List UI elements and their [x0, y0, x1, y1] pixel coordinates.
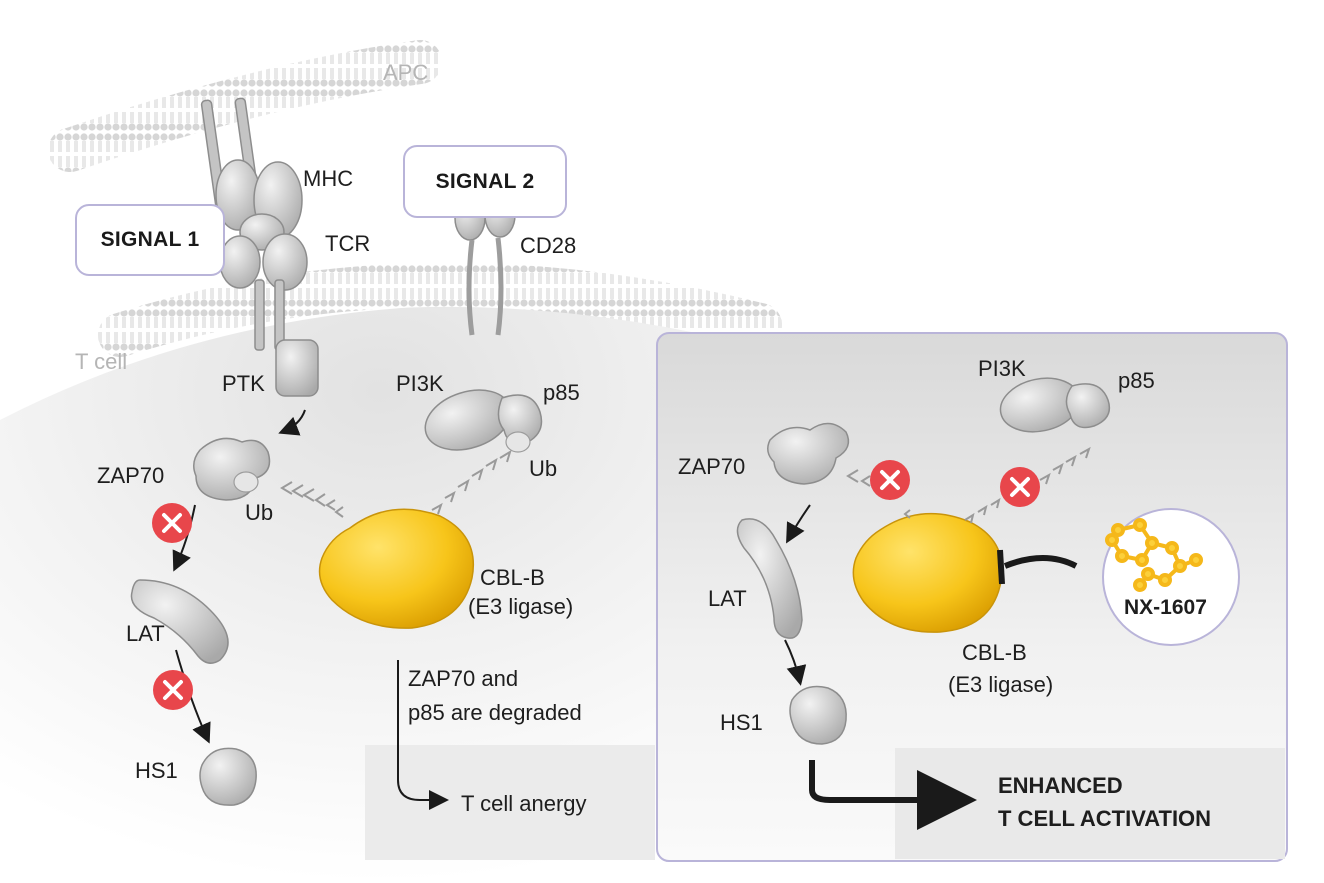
cblb-left [318, 508, 475, 629]
degraded-line2: p85 are degraded [408, 700, 582, 725]
hs1-left-label: HS1 [135, 758, 178, 783]
cblb-right-label: CBL-B [962, 640, 1027, 665]
molecule-icon [1105, 518, 1203, 592]
mhc-tcr-complex [200, 97, 319, 397]
t-cell-label: T cell [75, 349, 128, 374]
e3-left-label: (E3 ligase) [468, 594, 574, 619]
lat-right-label: LAT [708, 586, 747, 611]
p85-right-label: p85 [1118, 368, 1155, 393]
e3-right-label: (E3 ligase) [948, 672, 1054, 697]
pi3k-right-label: PI3K [978, 356, 1026, 381]
anergy-label: T cell anergy [461, 791, 587, 816]
cblb-right [852, 512, 1003, 633]
signal2-box: SIGNAL 2 [403, 145, 567, 218]
arrow-zap70-lat [172, 504, 196, 572]
zap70-right [767, 422, 850, 485]
degraded-line1: ZAP70 and [408, 666, 519, 691]
nx1607-label: NX-1607 [1124, 596, 1207, 619]
chevron-trail-icon [280, 449, 512, 518]
zap70-left-label: ZAP70 [97, 463, 165, 488]
pi3k-p85-right [999, 377, 1111, 433]
pi3k-left-label: PI3K [396, 371, 444, 396]
chevron-trail-icon [846, 446, 1091, 524]
lat-right [736, 518, 803, 639]
hs1-right-label: HS1 [720, 710, 763, 735]
arrow-ptk-zap70 [278, 409, 306, 436]
activation-panel [895, 748, 1285, 859]
signal1-label: SIGNAL 1 [100, 228, 200, 251]
ptk-label: PTK [222, 371, 265, 396]
signal2-label: SIGNAL 2 [435, 169, 535, 193]
t-bar-inhibition-icon [997, 549, 1078, 585]
ub-p85-label: Ub [529, 456, 558, 481]
mhc-label: MHC [303, 166, 354, 191]
hs1-right [789, 685, 847, 745]
ub-zap70-label: Ub [245, 500, 274, 525]
arrow-lat-hs1-right [784, 639, 807, 686]
hs1-left [199, 747, 257, 806]
apc-membrane [48, 40, 442, 172]
arrow-anergy [397, 660, 449, 810]
zap70-right-label: ZAP70 [678, 454, 746, 479]
zap70-left [193, 437, 271, 501]
tcr-label: TCR [325, 231, 371, 256]
apc-label: APC [383, 60, 429, 85]
lat-left-label: LAT [126, 621, 165, 646]
cblb-left-label: CBL-B [480, 565, 545, 590]
t-cell-membrane [98, 262, 782, 357]
arrow-enhanced-activation [809, 760, 977, 830]
lat-left [130, 579, 229, 664]
enhanced-line2: T CELL ACTIVATION [998, 806, 1212, 831]
arrow-zap70-lat-right [786, 504, 811, 544]
x-circle-icon [1000, 467, 1040, 507]
x-circle-icon [152, 503, 192, 543]
signal1-box: SIGNAL 1 [75, 204, 225, 276]
cd28-label: CD28 [520, 233, 577, 258]
pi3k-p85-left [424, 389, 543, 453]
anergy-panel [365, 745, 655, 860]
enhanced-line1: ENHANCED [998, 773, 1123, 798]
x-circle-icon [870, 460, 910, 500]
p85-left-label: p85 [543, 380, 580, 405]
x-circle-icon [153, 670, 193, 710]
